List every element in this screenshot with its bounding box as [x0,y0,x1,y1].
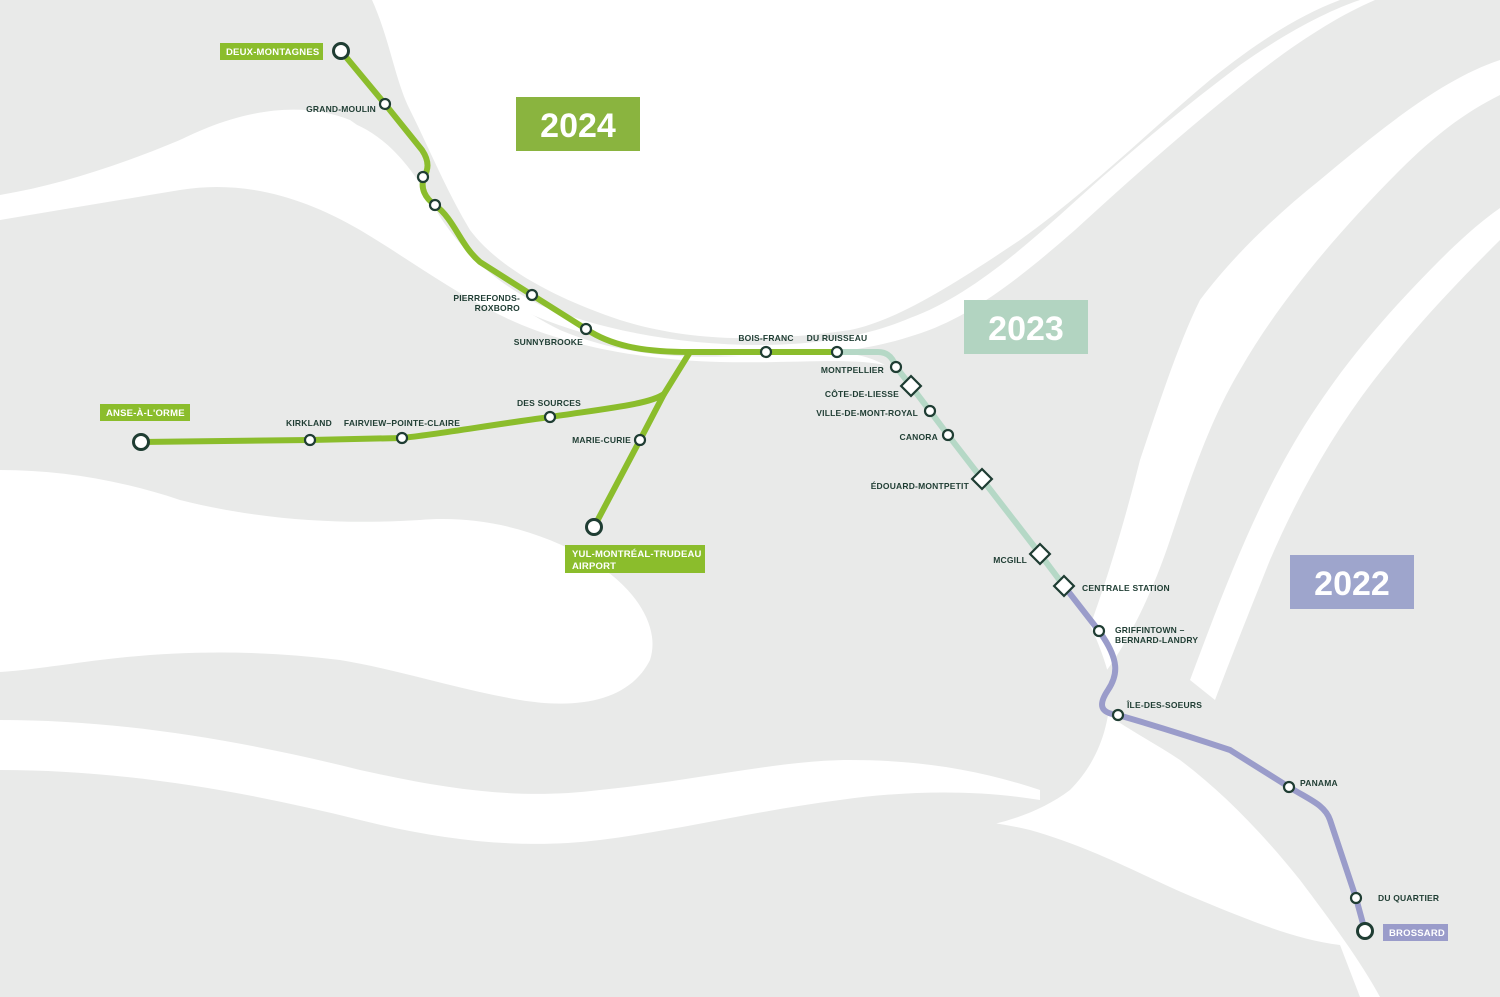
station-node-edouard-montpetit[interactable] [970,467,994,491]
station-label-fairview: FAIRVIEW–POINTE-CLAIRE [344,418,460,428]
station-node-brossard[interactable] [1356,922,1374,940]
station-labels: GRAND-MOULIN PIERREFONDS- ROXBORO SUNNYB… [286,104,1439,903]
station-node-deux-montagnes[interactable] [332,42,350,60]
terminal-label-yul-line1: YUL-MONTRÉAL-TRUDEAU [572,549,702,560]
station-node-bois-franc[interactable] [759,345,773,359]
station-label-griffintown-1: GRIFFINTOWN – [1115,625,1185,635]
terminal-label-deux-montagnes: DEUX-MONTAGNES [226,47,319,58]
year-badge-2022: 2022 [1290,555,1414,609]
station-label-cote-de-liesse: CÔTE-DE-LIESSE [825,388,899,399]
terminal-tag-deux-montagnes [220,43,323,60]
station-label-ile-des-soeurs: ÎLE-DES-SOEURS [1126,699,1202,710]
station-label-edouard-montpetit: ÉDOUARD-MONTPETIT [871,481,970,491]
station-node-ile-des-soeurs[interactable] [1111,708,1125,722]
station-node-marie-curie[interactable] [633,433,647,447]
station-label-mcgill: MCGILL [993,555,1027,565]
station-label-kirkland: KIRKLAND [286,418,332,428]
station-node-du-ruisseau[interactable] [830,345,844,359]
line-2022 [1061,583,1368,934]
terminal-label-anse-a-lorme: ANSE-À-L'ORME [106,408,185,419]
station-node-grand-moulin[interactable] [378,97,392,111]
station-node-ville-mont-royal[interactable] [923,404,937,418]
year-label-2023: 2023 [988,310,1064,348]
station-node-pierrefonds[interactable] [525,288,539,302]
line-2024-anse [138,349,693,445]
station-label-panama: PANAMA [1300,778,1338,788]
terminal-tag-anse-a-lorme [100,404,190,421]
year-badge-2024-bg [516,97,640,151]
year-label-2024: 2024 [540,107,616,145]
station-node-unnamed-2[interactable] [428,198,442,212]
station-node-mcgill[interactable] [1028,542,1052,566]
station-label-ville-mont-royal: VILLE-DE-MONT-ROYAL [816,408,918,418]
year-badge-2024: 2024 [516,97,640,151]
station-label-canora: CANORA [899,432,938,442]
terminal-tag-yul [565,545,705,573]
station-node-montpellier[interactable] [889,360,903,374]
station-label-pierrefonds-2: ROXBORO [475,303,521,313]
station-node-fairview[interactable] [395,431,409,445]
station-node-griffintown[interactable] [1092,624,1106,638]
station-label-grand-moulin: GRAND-MOULIN [306,104,376,114]
station-node-du-quartier[interactable] [1349,891,1363,905]
station-label-sunnybrooke: SUNNYBROOKE [514,337,583,347]
year-badge-2023-bg [964,300,1088,354]
station-node-anse-a-lorme[interactable] [132,433,150,451]
station-node-yul-airport[interactable] [585,518,603,536]
station-node-unnamed-1[interactable] [416,170,430,184]
station-label-montpellier: MONTPELLIER [821,365,884,375]
station-label-griffintown-2: BERNARD-LANDRY [1115,635,1198,645]
station-label-du-ruisseau: DU RUISSEAU [807,333,868,343]
year-badge-2023: 2023 [964,300,1088,354]
terminal-tag-brossard [1383,924,1448,941]
station-label-des-sources: DES SOURCES [517,398,581,408]
station-node-centrale[interactable] [1052,574,1076,598]
terminal-label-brossard: BROSSARD [1389,928,1445,939]
year-label-2022: 2022 [1314,565,1390,603]
station-node-des-sources[interactable] [543,410,557,424]
station-label-marie-curie: MARIE-CURIE [572,435,631,445]
station-node-canora[interactable] [941,428,955,442]
station-label-pierrefonds-1: PIERREFONDS- [453,293,520,303]
station-node-cote-de-liesse[interactable] [899,374,923,398]
station-label-centrale: CENTRALE STATION [1082,583,1170,593]
station-label-du-quartier: DU QUARTIER [1378,893,1439,903]
year-badge-2022-bg [1290,555,1414,609]
terminal-label-yul-line2: AIRPORT [572,561,616,572]
station-nodes [132,42,1374,940]
line-2024-deux-montagnes [338,48,840,355]
station-label-bois-franc: BOIS-FRANC [738,333,793,343]
station-node-panama[interactable] [1282,780,1296,794]
terminal-labels: DEUX-MONTAGNES ANSE-À-L'ORME YUL-MONTRÉA… [100,43,1448,941]
station-node-kirkland[interactable] [303,433,317,447]
station-node-sunnybrooke[interactable] [579,322,593,336]
